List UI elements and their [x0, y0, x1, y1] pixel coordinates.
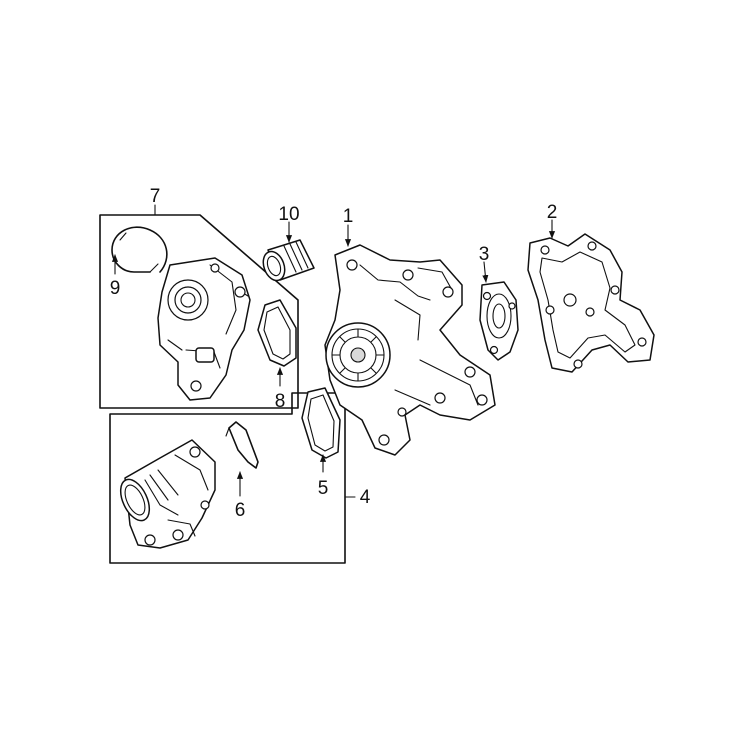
callout-6: 6 — [235, 500, 246, 521]
part-6-wire-clip — [225, 421, 259, 469]
part-5-gasket — [301, 387, 341, 459]
part-2-large-gasket — [527, 233, 655, 373]
callout-3: 3 — [479, 244, 490, 265]
callout-1: 1 — [343, 206, 354, 227]
leader-3 — [482, 261, 489, 283]
callout-4: 4 — [360, 487, 371, 508]
part-10-hose-connector — [262, 239, 315, 282]
callout-10: 10 — [278, 204, 299, 225]
part-1-water-pump — [324, 244, 496, 456]
part-4-thermostat-housing — [119, 439, 216, 549]
callout-5: 5 — [318, 478, 329, 499]
part-3-seal-housing — [479, 281, 519, 361]
part-8-gasket — [257, 299, 297, 367]
callout-8: 8 — [275, 391, 286, 412]
callout-2: 2 — [547, 202, 558, 223]
callout-9: 9 — [110, 278, 121, 299]
group-box-7 — [99, 214, 299, 409]
part-9-clip-ring — [111, 226, 168, 273]
part-7-thermostat-housing — [157, 257, 251, 401]
callout-7: 7 — [150, 186, 161, 207]
